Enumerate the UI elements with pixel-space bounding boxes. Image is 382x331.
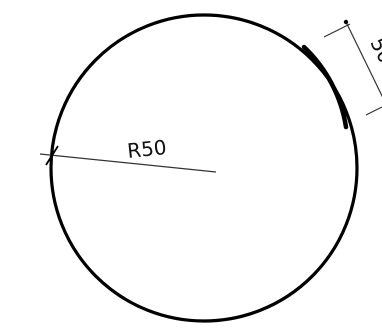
arc-dimension-endpoint	[343, 19, 349, 25]
arc-extension-line-bottom	[365, 106, 382, 116]
arc-dimension-label: 50	[366, 34, 382, 67]
main-circle[interactable]	[49, 13, 359, 323]
radius-dimension-tick	[45, 145, 59, 166]
radius-dimension-line[interactable]	[39, 153, 217, 173]
arc-dimension-line[interactable]	[345, 21, 382, 102]
radius-dimension-label: R50	[126, 135, 168, 163]
arc-extension-line-top	[323, 23, 351, 38]
highlighted-arc[interactable]	[301, 44, 349, 130]
